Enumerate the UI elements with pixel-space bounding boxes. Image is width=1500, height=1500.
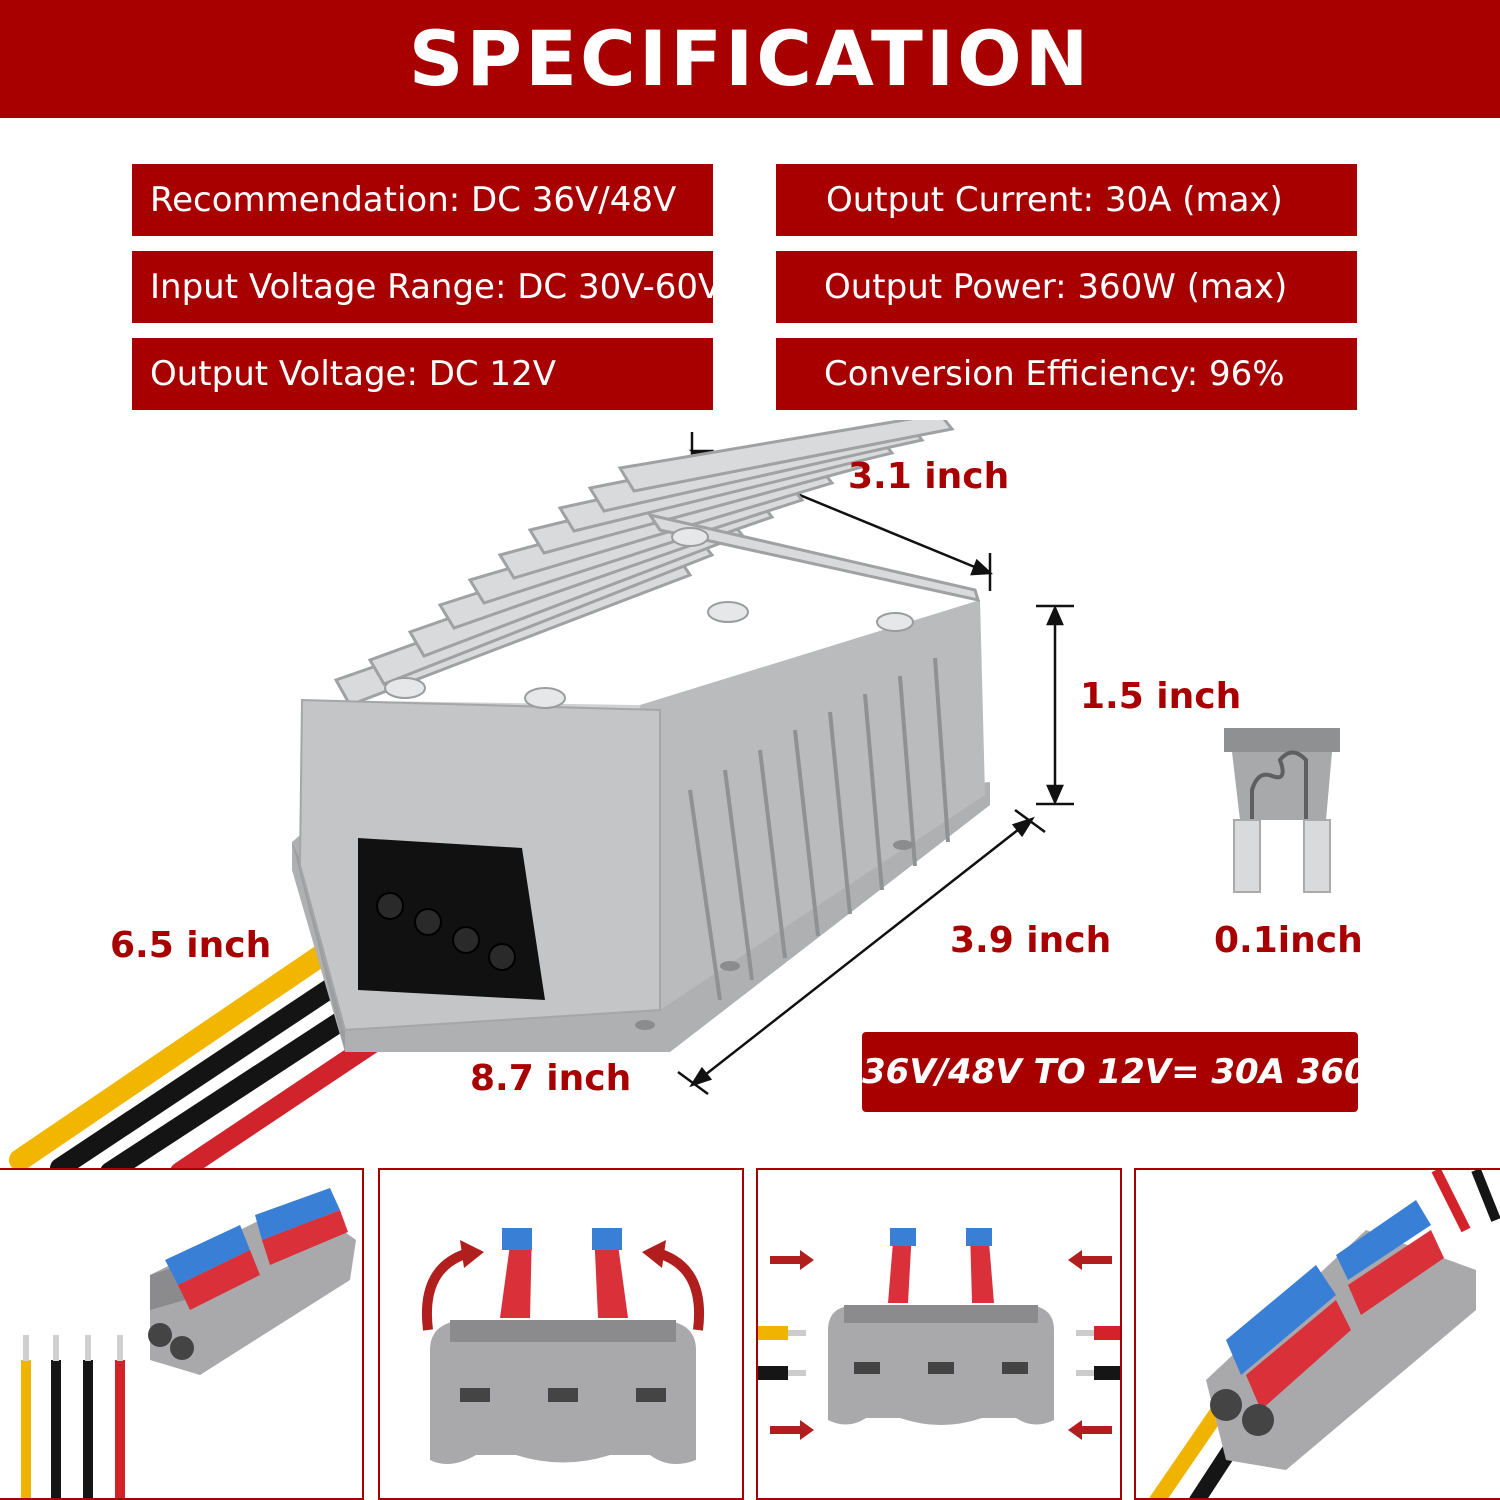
lever-connector-icon <box>422 1228 704 1464</box>
mini-fuse-icon <box>1224 728 1340 893</box>
arrow-icon <box>770 1250 1112 1440</box>
page-title: SPECIFICATION <box>408 14 1092 103</box>
arrow-icon <box>460 1240 484 1268</box>
dimension-length-label: 3.9 inch <box>950 920 1112 961</box>
panel-insert-wires <box>756 1168 1122 1500</box>
spec-conversion-efficiency: Conversion Efficiency: 96% <box>776 338 1357 410</box>
panel-open-levers <box>378 1168 744 1500</box>
wire-length-long-label: 8.7 inch <box>470 1058 632 1099</box>
fuse-dimension-label: 0.1inch <box>1214 920 1363 961</box>
dimension-width-label: 3.1 inch <box>848 456 1010 497</box>
arrow-icon <box>642 1240 666 1268</box>
lever-connector-icon <box>1149 1170 1500 1498</box>
model-rating-badge: 36V/48V TO 12V= 30A 360W <box>862 1032 1405 1112</box>
spec-output-current: Output Current: 30A (max) <box>776 164 1357 236</box>
lever-connector-icon <box>758 1228 1120 1440</box>
dc-converter-illustration <box>9 420 1340 1170</box>
lever-connector-icon <box>21 1188 356 1498</box>
panel-connected-wires <box>1134 1168 1500 1500</box>
spec-recommendation: Recommendation: DC 36V/48V <box>132 164 713 236</box>
header-banner <box>0 0 1500 118</box>
wire-length-short-label: 6.5 inch <box>110 925 272 966</box>
panel-connector-with-wires <box>0 1168 364 1500</box>
dimension-height-label: 1.5 inch <box>1080 676 1242 717</box>
spec-output-power: Output Power: 360W (max) <box>776 251 1357 323</box>
spec-input-voltage-range: Input Voltage Range: DC 30V-60V <box>132 251 713 323</box>
spec-output-voltage: Output Voltage: DC 12V <box>132 338 713 410</box>
